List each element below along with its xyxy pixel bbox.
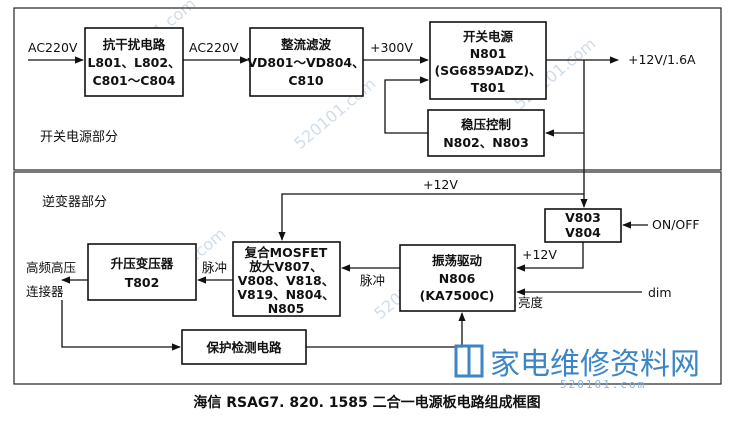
svg-text:520101.com: 520101.com — [560, 378, 646, 391]
svg-text:(KA7500C): (KA7500C) — [420, 288, 495, 303]
svg-text:升压变压器: 升压变压器 — [111, 256, 174, 271]
pulse1-label: 脉冲 — [202, 260, 227, 275]
svg-text:N805: N805 — [268, 301, 305, 316]
svg-text:抗干扰电路: 抗干扰电路 — [103, 37, 166, 52]
svg-text:复合MOSFET: 复合MOSFET — [244, 245, 328, 260]
v12-top-label: +12V — [423, 177, 458, 192]
figure-caption: 海信 RSAG7. 820. 1585 二合一电源板电路组成框图 — [193, 394, 540, 411]
svg-text:V808、V818、: V808、V818、 — [238, 273, 335, 288]
smps-section-frame — [13, 7, 722, 171]
dc300-label: +300V — [370, 40, 413, 55]
svg-text:C801～C804: C801～C804 — [92, 73, 175, 88]
protection-detect-block: 保护检测电路 — [181, 329, 307, 365]
inverter-section-frame — [13, 171, 722, 385]
inverter-section-label: 逆变器部分 — [42, 194, 107, 210]
svg-text:V819、N804、: V819、N804、 — [237, 287, 334, 302]
svg-text:家电维修资料网: 家电维修资料网 — [490, 347, 700, 382]
emi-filter-block: 抗干扰电路 L801、L802、 C801～C804 — [84, 27, 184, 97]
svg-text:VD801～VD804、: VD801～VD804、 — [247, 55, 364, 70]
onoff-label: ON/OFF — [652, 217, 700, 232]
v12-osc-label: +12V — [522, 247, 557, 262]
rectifier-filter-block: 整流滤波 VD801～VD804、 C810 — [247, 27, 365, 97]
mosfet-amplifier-block: 复合MOSFET 放大V807、 V808、V818、 V819、N804、 N… — [232, 241, 341, 317]
svg-text:振荡驱动: 振荡驱动 — [432, 253, 483, 268]
ac-input-label: AC220V — [28, 40, 78, 55]
svg-text:L801、L802、: L801、L802、 — [87, 55, 180, 70]
svg-text:保护检测电路: 保护检测电路 — [205, 340, 282, 355]
switching-power-block: 开关电源 N801 (SG6859ADZ)、 T801 — [429, 21, 547, 100]
oscillator-driver-block: 振荡驱动 N806 (KA7500C) — [399, 244, 516, 312]
svg-text:V803: V803 — [565, 210, 601, 225]
svg-text:V804: V804 — [565, 225, 601, 240]
svg-text:C810: C810 — [288, 73, 324, 88]
output-label: +12V/1.6A — [628, 52, 696, 67]
svg-text:整流滤波: 整流滤波 — [281, 37, 332, 52]
svg-text:稳压控制: 稳压控制 — [461, 117, 511, 132]
svg-text:N801: N801 — [470, 46, 507, 61]
step-up-transformer-block: 升压变压器 T802 — [87, 243, 197, 301]
watermark-logo: 家电维修资料网 520101.com — [454, 344, 700, 391]
svg-text:(SG6859ADZ)、: (SG6859ADZ)、 — [434, 63, 541, 78]
svg-text:N802、N803: N802、N803 — [443, 135, 529, 150]
regulator-control-block: 稳压控制 N802、N803 — [427, 109, 545, 157]
pulse2-label: 脉冲 — [360, 273, 385, 288]
hv-connector-label-1: 高频高压 — [26, 260, 76, 275]
svg-text:T802: T802 — [125, 275, 160, 290]
brightness-label: 亮度 — [518, 295, 544, 310]
hv-connector-label-2: 连接器 — [26, 284, 64, 299]
dim-label: dim — [648, 285, 672, 300]
onoff-switch-block: V803 V804 — [544, 208, 622, 243]
svg-text:T801: T801 — [471, 80, 506, 95]
smps-section-label: 开关电源部分 — [40, 130, 118, 145]
ac-mid-label: AC220V — [189, 40, 239, 55]
svg-text:放大V807、: 放大V807、 — [248, 259, 322, 274]
svg-text:N806: N806 — [439, 271, 476, 286]
svg-text:开关电源: 开关电源 — [463, 29, 514, 44]
